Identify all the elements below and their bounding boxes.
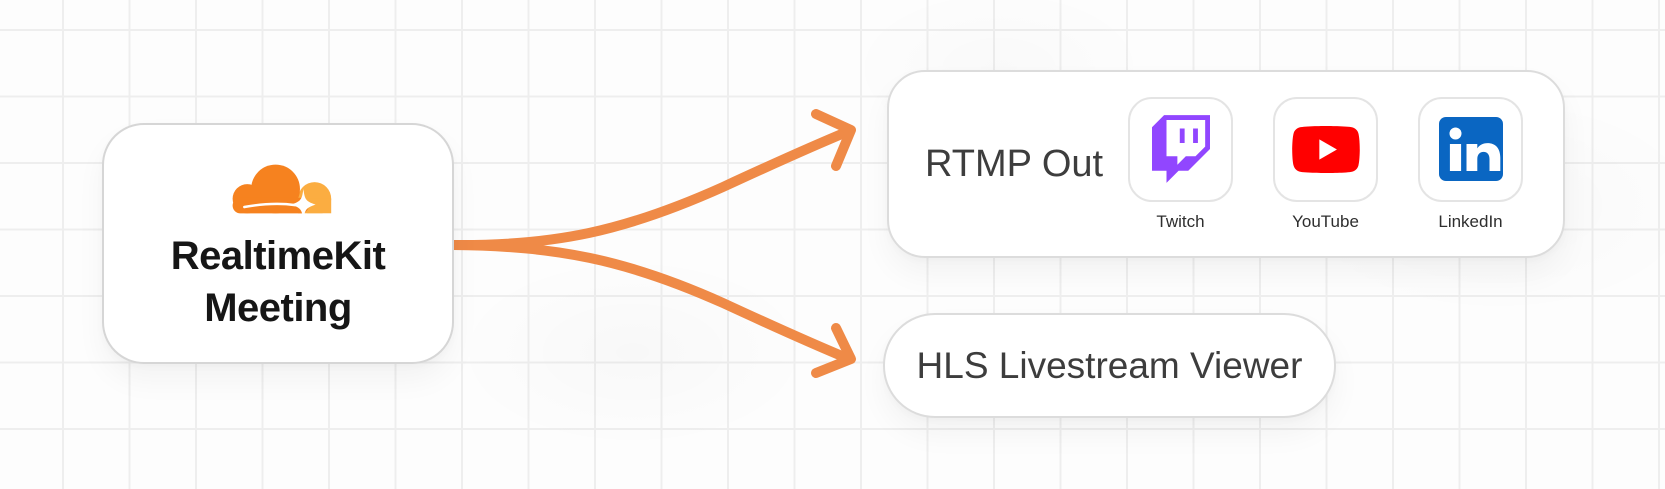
flow-arrow-lower	[448, 240, 856, 378]
youtube-icon	[1291, 125, 1360, 173]
node-realtimekit-meeting: RealtimeKit Meeting	[102, 123, 454, 364]
source-title-line1: RealtimeKit	[170, 233, 386, 278]
linkedin-label: LinkedIn	[1438, 211, 1503, 231]
source-node-title: RealtimeKit Meeting	[171, 230, 386, 334]
twitch-icon-card	[1128, 96, 1233, 202]
rtmp-destinations: Twitch YouTube	[1128, 96, 1523, 232]
flow-arrow-lower-head	[811, 323, 856, 378]
twitch-label: Twitch	[1156, 211, 1205, 231]
linkedin-icon-card	[1418, 96, 1523, 202]
cloudflare-logo-flare	[243, 188, 316, 216]
flow-arrow-upper-head	[811, 109, 856, 171]
linkedin-icon	[1438, 117, 1503, 181]
cloudflare-logo-main-cloud	[232, 164, 309, 213]
flow-arrow-lower-line	[448, 240, 854, 364]
destination-youtube: YouTube	[1273, 96, 1378, 232]
destination-twitch: Twitch	[1128, 96, 1233, 232]
node-hls-livestream-viewer: HLS Livestream Viewer	[883, 313, 1336, 418]
rtmp-out-label: RTMP Out	[925, 142, 1104, 185]
cloudflare-logo-icon	[217, 164, 339, 216]
flow-arrow-upper	[448, 109, 856, 251]
youtube-label: YouTube	[1292, 211, 1359, 231]
twitch-icon	[1151, 115, 1210, 183]
source-title-line2: Meeting	[204, 285, 352, 330]
hls-label: HLS Livestream Viewer	[916, 344, 1303, 386]
node-rtmp-out: RTMP Out Twitch	[887, 70, 1565, 258]
flow-arrow-upper-line	[448, 126, 854, 251]
destination-linkedin: LinkedIn	[1418, 96, 1523, 232]
youtube-icon-card	[1273, 96, 1378, 202]
